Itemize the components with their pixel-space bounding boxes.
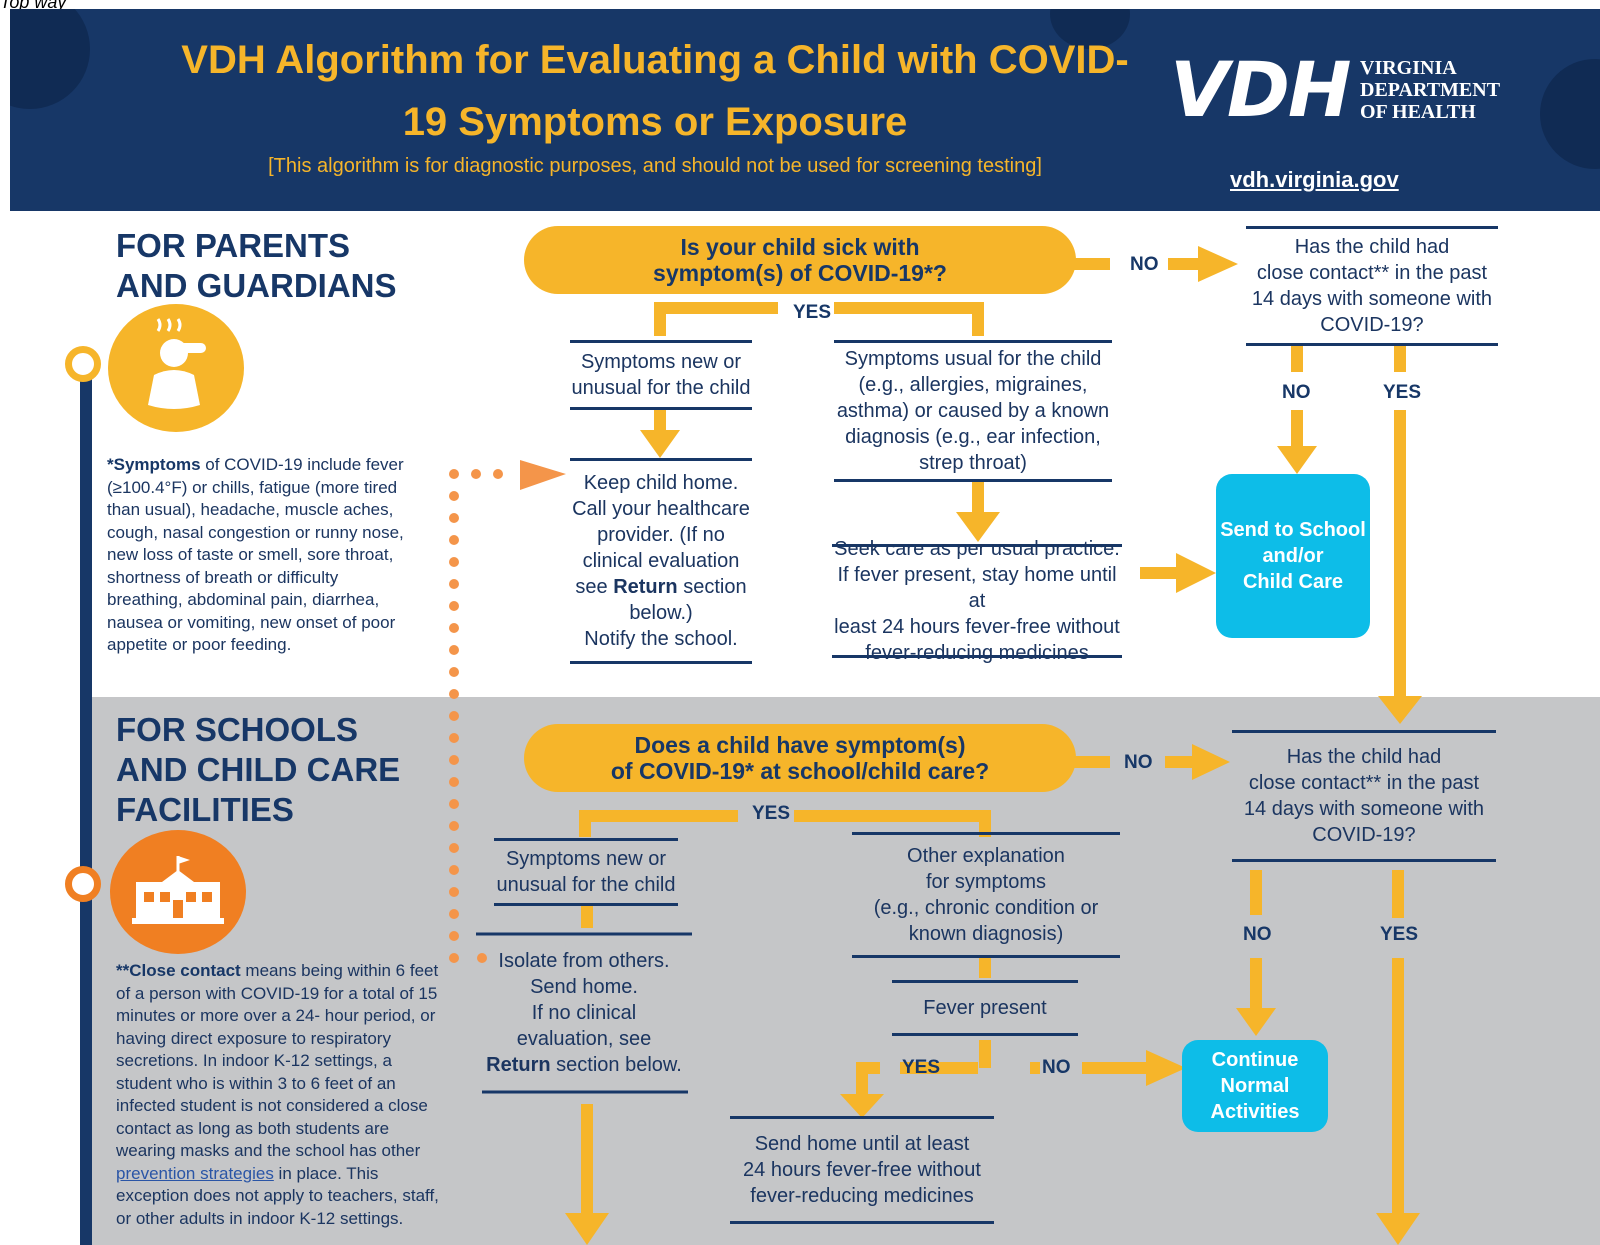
arrow-head	[1376, 1213, 1420, 1245]
arrow-head	[956, 512, 1000, 542]
schools-close-contact-box: Has the child had close contact** in the…	[1232, 730, 1496, 862]
symptoms-term: *Symptoms	[107, 455, 201, 474]
parents-yes-label: YES	[793, 302, 832, 323]
close-contact-term: **Close contact	[116, 961, 241, 980]
prevention-strategies-link[interactable]: prevention strategies	[116, 1163, 274, 1183]
parents-cc-no-label: NO	[1282, 382, 1311, 403]
symptoms-note: *Symptoms of COVID-19 include fever (≥10…	[107, 454, 407, 657]
close-contact-text-1: means being within 6 feet of a person wi…	[116, 961, 439, 1160]
isolate-text-2: section below.	[550, 1054, 682, 1076]
symptoms-text: of COVID-19 include fever (≥100.4°F) or …	[107, 455, 404, 654]
schools-question-pill: Does a child have symptom(s) of COVID-19…	[524, 724, 1076, 792]
fever-yes-label: YES	[902, 1057, 941, 1078]
parents-no-label: NO	[1130, 254, 1159, 275]
header-banner: VDH Algorithm for Evaluating a Child wit…	[10, 9, 1600, 211]
vdh-logo-text: VIRGINIA DEPARTMENT OF HEALTH	[1360, 57, 1501, 123]
arrow-head	[640, 430, 680, 458]
sick-child-icon	[108, 304, 244, 432]
parents-section-title: FOR PARENTS AND GUARDIANS	[116, 227, 397, 304]
arrow-head	[1236, 1008, 1276, 1036]
arrow-head	[1192, 744, 1230, 780]
keep-home-return: Return	[613, 576, 678, 598]
schools-cc-yes-label: YES	[1380, 924, 1419, 945]
parents-usual-symptoms-box: Symptoms usual for the child (e.g., alle…	[834, 340, 1112, 482]
seek-care-box: Seek care as per usual practice. If feve…	[832, 538, 1122, 664]
send-home-box: Send home until at least 24 hours fever-…	[730, 1116, 994, 1224]
arrow-head	[1378, 696, 1422, 724]
keep-home-text-2: section below.) Notify the school.	[584, 576, 747, 650]
arrow-head	[840, 1094, 884, 1118]
arrow-head	[1176, 553, 1216, 593]
parents-timeline-ring	[65, 346, 101, 382]
fever-present-box: Fever present	[892, 980, 1078, 1036]
arrow-head	[1277, 446, 1317, 474]
schools-new-symptoms-box: Symptoms new or unusual for the child	[494, 838, 678, 906]
page-subtitle: [This algorithm is for diagnostic purpos…	[268, 155, 1042, 177]
schools-cc-no-label: NO	[1243, 924, 1272, 945]
other-explanation-box: Other explanation for symptoms (e.g., ch…	[852, 832, 1120, 958]
close-contact-note: **Close contact means being within 6 fee…	[116, 960, 452, 1230]
send-to-school-box: Send to School and/or Child Care	[1216, 474, 1370, 638]
parents-question-pill: Is your child sick with symptom(s) of CO…	[524, 226, 1076, 294]
parents-new-symptoms-box: Symptoms new or unusual for the child	[570, 340, 752, 410]
timeline-line	[80, 370, 92, 1245]
continue-normal-activities-box: Continue Normal Activities	[1182, 1040, 1328, 1132]
isolate-box: Isolate from others. Send home. If no cl…	[476, 934, 692, 1092]
schools-yes-label: YES	[752, 803, 791, 824]
school-building-figure	[132, 856, 224, 924]
isolate-text-1: Isolate from others. Send home. If no cl…	[498, 950, 670, 1050]
school-building-icon	[110, 830, 246, 954]
parents-close-contact-box: Has the child had close contact** in the…	[1246, 226, 1498, 346]
fever-no-label: NO	[1042, 1057, 1071, 1078]
keep-home-box: Keep child home. Call your healthcare pr…	[570, 458, 752, 664]
keep-home-text-1: Keep child home. Call your healthcare pr…	[572, 472, 750, 598]
parents-cc-yes-label: YES	[1383, 382, 1422, 403]
arrow-head	[565, 1213, 609, 1245]
isolate-return: Return	[486, 1054, 551, 1076]
vdh-logo-letters: VDH	[1170, 45, 1352, 134]
page-title: VDH Algorithm for Evaluating a Child wit…	[181, 38, 1129, 144]
return-arrow-head	[520, 460, 566, 490]
website-link[interactable]: vdh.virginia.gov	[1230, 167, 1399, 192]
schools-no-label: NO	[1124, 752, 1153, 773]
arrow-head	[1198, 246, 1238, 282]
vdh-logo: VDH VIRGINIA DEPARTMENT OF HEALTH	[1170, 45, 1510, 135]
schools-timeline-ring	[65, 866, 101, 902]
schools-section-title: FOR SCHOOLS AND CHILD CARE FACILITIES	[116, 711, 401, 828]
arrow-head	[1146, 1050, 1186, 1086]
close-contact-text-2: in place. This exception does not apply …	[116, 1163, 439, 1228]
sick-child-figure	[148, 318, 206, 409]
